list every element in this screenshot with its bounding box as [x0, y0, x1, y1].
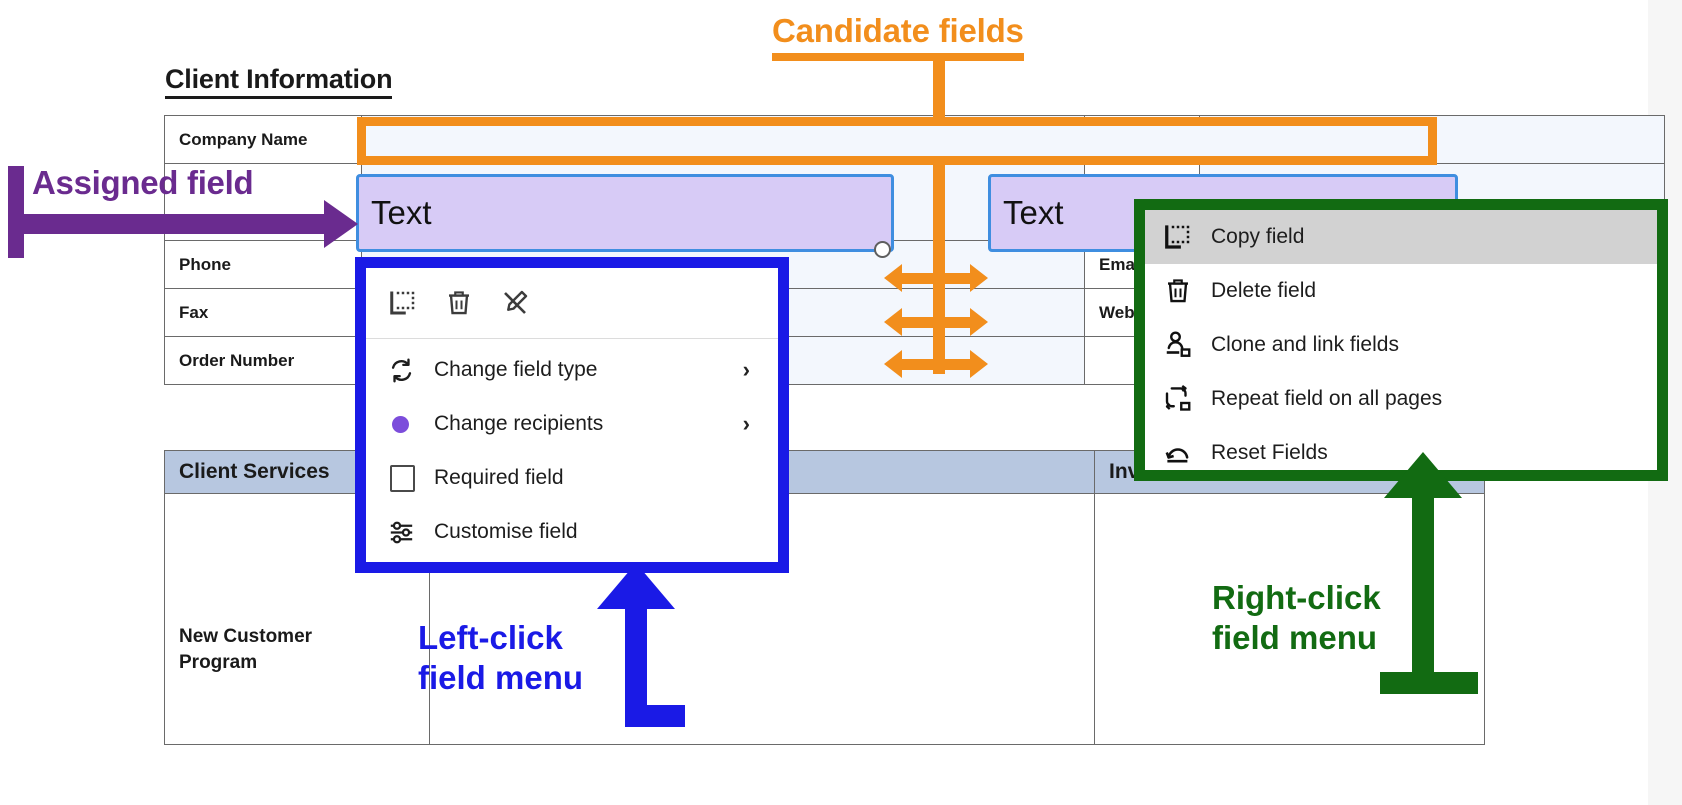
right-click-arrow-foot	[1380, 672, 1478, 694]
clone-link-fields-icon	[1163, 330, 1211, 360]
page-title-text: Client Information	[165, 64, 393, 99]
page-title: Client Information	[165, 64, 393, 99]
label-company-name: Company Name	[164, 115, 362, 164]
annotation-right-click-line1: Right-click	[1212, 579, 1381, 616]
change-field-type-icon	[388, 357, 434, 384]
arrow-head-left-icon	[884, 264, 902, 292]
label-phone: Phone	[164, 240, 362, 289]
chevron-right-icon: ›	[742, 357, 750, 382]
menu-item-repeat-field-on-all-pages[interactable]: Repeat field on all pages	[1145, 372, 1657, 426]
assigned-arrow-tail	[8, 166, 24, 258]
arrow-head-right-icon	[970, 308, 988, 336]
customise-field-icon	[388, 519, 434, 546]
menu-item-label: Delete field	[1211, 279, 1317, 302]
menu-item-reset-fields[interactable]: Reset Fields	[1145, 426, 1657, 480]
copy-field-icon	[1163, 222, 1211, 252]
delete-field-icon[interactable]	[444, 288, 474, 318]
left-click-field-menu[interactable]: Change field type › Change recipients › …	[355, 257, 789, 573]
right-click-field-menu[interactable]: Copy field Delete field Clone and link f…	[1134, 199, 1668, 481]
menu-item-required-field[interactable]: Required field	[366, 451, 778, 505]
menu-item-change-recipients[interactable]: Change recipients ›	[366, 397, 778, 451]
assigned-field-primary-text: Text	[371, 194, 432, 231]
delete-field-icon	[1163, 276, 1211, 306]
annotation-right-click-line2: field menu	[1212, 619, 1378, 657]
annotation-assigned-field: Assigned field	[32, 164, 254, 201]
repeat-field-icon	[1163, 384, 1211, 414]
unassign-field-icon[interactable]	[500, 288, 530, 318]
candidate-field-highlight[interactable]	[357, 117, 1437, 165]
assigned-arrow-head-icon	[324, 200, 358, 248]
menu-item-clone-and-link-fields[interactable]: Clone and link fields	[1145, 318, 1657, 372]
menu-item-label: Change field type	[434, 358, 598, 381]
left-click-menu-toolbar	[366, 268, 778, 339]
arrow-head-right-icon	[970, 264, 988, 292]
menu-item-change-field-type[interactable]: Change field type ›	[366, 343, 778, 397]
label-fax: Fax	[164, 288, 362, 337]
right-click-arrow-head-icon	[1384, 452, 1462, 498]
left-click-menu-items: Change field type › Change recipients › …	[366, 339, 778, 559]
assigned-arrow-bar	[8, 214, 328, 234]
arrow-bar	[898, 317, 974, 328]
menu-item-label: Repeat field on all pages	[1211, 387, 1443, 410]
arrow-head-left-icon	[884, 308, 902, 336]
menu-item-delete-field[interactable]: Delete field	[1145, 264, 1657, 318]
annotation-left-click-line1: Left-click	[418, 619, 563, 656]
left-click-arrow-foot	[625, 705, 685, 727]
menu-item-label: Change recipients	[434, 412, 604, 435]
annotation-left-click-field-menu: Left-click field menu	[418, 618, 583, 699]
label-order-number: Order Number	[164, 336, 362, 385]
annotation-right-click-field-menu: Right-click field menu	[1212, 578, 1381, 659]
required-field-icon	[388, 464, 434, 492]
candidate-pointer-line-top	[933, 60, 945, 122]
assigned-field-contact-text: Text	[1003, 194, 1064, 231]
copy-field-icon[interactable]	[388, 288, 418, 318]
arrow-head-left-icon	[884, 350, 902, 378]
arrow-bar	[898, 273, 974, 284]
menu-item-label: Customise field	[434, 520, 578, 543]
menu-item-label: Clone and link fields	[1211, 333, 1399, 356]
candidate-pointer-line-bottom	[933, 162, 945, 374]
left-click-arrow-head-icon	[597, 563, 675, 609]
chevron-right-icon: ›	[742, 411, 750, 436]
annotation-candidate-fields-text: Candidate fields	[772, 12, 1024, 61]
menu-item-label: Reset Fields	[1211, 441, 1328, 464]
reset-fields-icon	[1163, 438, 1211, 468]
arrow-head-right-icon	[970, 350, 988, 378]
menu-item-customise-field[interactable]: Customise field	[366, 505, 778, 559]
arrow-bar	[898, 359, 974, 370]
right-click-arrow-shaft	[1412, 495, 1434, 687]
annotation-candidate-fields: Candidate fields	[772, 12, 1024, 61]
annotation-left-click-line2: field menu	[418, 659, 584, 697]
menu-item-copy-field[interactable]: Copy field	[1145, 210, 1657, 264]
left-click-arrow-shaft	[625, 605, 647, 725]
change-recipients-icon	[388, 415, 434, 433]
assigned-field-primary[interactable]: Text	[356, 174, 894, 252]
menu-item-label: Required field	[434, 466, 564, 489]
field-resize-handle[interactable]	[874, 241, 891, 258]
menu-item-label: Copy field	[1211, 225, 1305, 248]
